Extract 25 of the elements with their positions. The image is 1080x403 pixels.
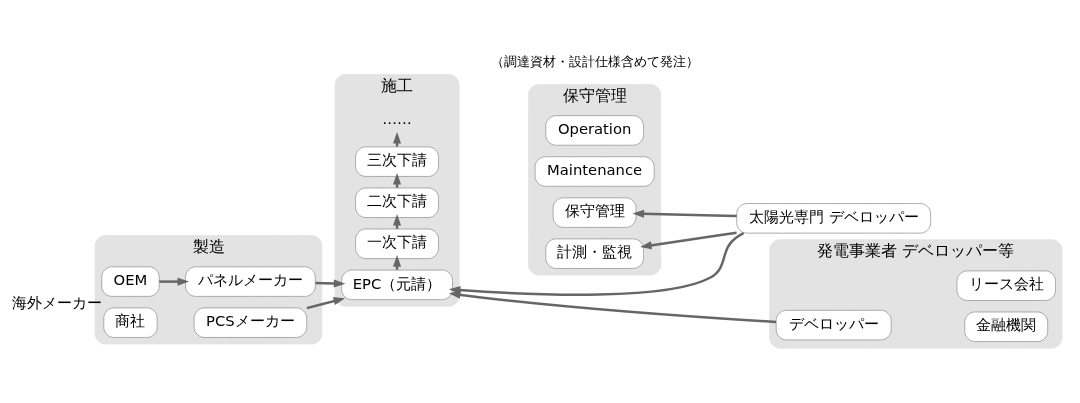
node-box: 商社 [103, 307, 158, 338]
node-box: パネルメーカー [185, 266, 316, 297]
node-text: …… [382, 110, 412, 128]
node-box: 一次下請 [355, 228, 439, 259]
node-box: リース会社 [956, 270, 1056, 301]
arrow [159, 277, 190, 286]
arrow [640, 231, 737, 250]
node-box: 金融機関 [964, 311, 1049, 342]
node-box: 二次下請 [355, 187, 439, 218]
arrow [448, 232, 745, 296]
node-box: 計測・監視 [545, 238, 644, 269]
node-box: 三次下請 [355, 146, 439, 177]
node-box: PCSメーカー [193, 307, 308, 338]
node-box: 保守管理 [552, 197, 637, 228]
label: （調達資材・設計仕様含めて発注） [490, 54, 699, 70]
node-box: OEM [101, 266, 160, 297]
node-box: EPC（元請） [341, 269, 453, 301]
node-box: Operation [545, 115, 644, 146]
node-box: デベロッパー [775, 309, 892, 341]
arrow [632, 209, 737, 218]
arrow [448, 290, 777, 324]
arrow [315, 279, 346, 288]
node-box: 太陽光専門 デベロッパー [736, 203, 932, 234]
node-box: Maintenance [534, 156, 655, 187]
arrow [306, 297, 346, 310]
